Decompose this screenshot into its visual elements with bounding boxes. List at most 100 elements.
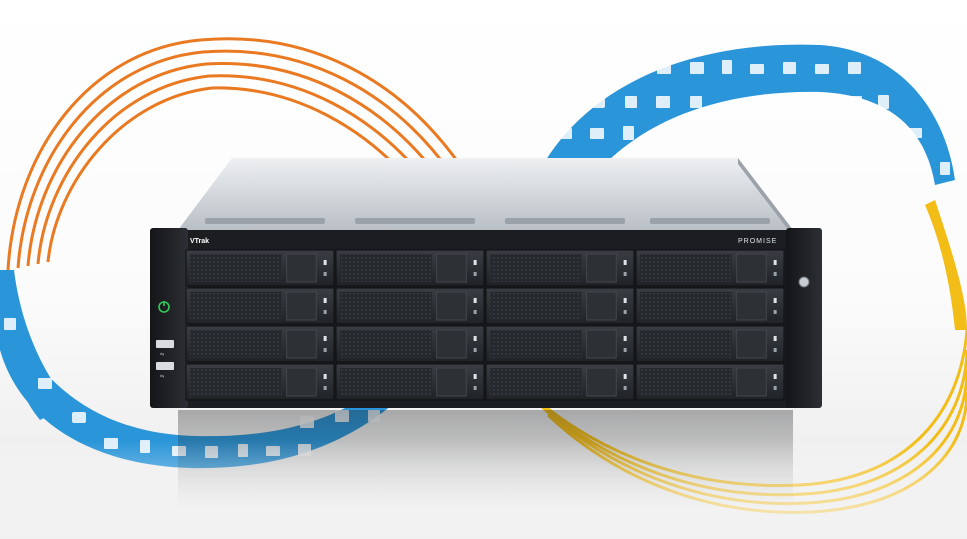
drive-status-led: [773, 374, 777, 379]
drive-status-led: [473, 374, 477, 379]
drive-activity-led: [623, 272, 627, 276]
blue-ribbon-top: [540, 44, 955, 185]
box-icon: [848, 62, 861, 74]
drive-status-led: [323, 260, 327, 265]
drive-bay[interactable]: [635, 363, 785, 401]
storage-server: ⇆ ⇆ VTrak PROMISE: [150, 158, 822, 408]
drive-activity-led: [623, 348, 627, 352]
drive-tray-mesh: [340, 292, 432, 320]
camera-icon: [72, 412, 86, 423]
rack-ear-left: [150, 228, 188, 408]
drive-tray-mesh: [490, 292, 582, 320]
drive-activity-led: [773, 348, 777, 352]
drive-bay[interactable]: [485, 363, 635, 401]
drive-status-led: [323, 298, 327, 303]
drive-status-led: [623, 298, 627, 303]
vtrak-logo: VTrak: [190, 238, 209, 245]
drive-tray-mesh: [490, 254, 582, 282]
drive-tray-handle: [586, 367, 617, 397]
save-icon: [850, 96, 862, 108]
file-icon: [722, 60, 732, 74]
drive-activity-led: [323, 386, 327, 390]
film-icon: [38, 378, 52, 389]
folder-icon: [656, 96, 670, 108]
drive-status-led: [773, 260, 777, 265]
drive-bay[interactable]: [635, 287, 785, 325]
box-icon: [783, 62, 796, 74]
usb-port[interactable]: [156, 340, 174, 348]
chassis-top: [178, 158, 793, 230]
orange-ribbon: [6, 37, 462, 271]
yellow-ribbon-fill: [925, 200, 967, 330]
drive-tray-mesh: [190, 292, 282, 320]
drive-bay[interactable]: [485, 249, 635, 287]
usb-port[interactable]: [156, 362, 174, 370]
drive-tray-handle: [436, 367, 467, 397]
drive-activity-led: [473, 386, 477, 390]
drive-tray-mesh: [190, 368, 282, 396]
drive-bay[interactable]: [185, 363, 335, 401]
drive-status-led: [773, 298, 777, 303]
save-icon: [4, 318, 16, 330]
drive-bay[interactable]: [185, 287, 335, 325]
drive-tray-handle: [436, 291, 467, 321]
drive-tray-mesh: [190, 330, 282, 358]
drive-activity-led: [623, 310, 627, 314]
drive-activity-led: [473, 310, 477, 314]
drive-activity-led: [773, 272, 777, 276]
drive-bay[interactable]: [185, 325, 335, 363]
drive-tray-handle: [436, 253, 467, 283]
file-icon: [623, 126, 634, 140]
drive-tray-handle: [286, 367, 317, 397]
save-icon: [690, 96, 702, 108]
mail-icon: [908, 128, 922, 138]
film-icon: [558, 128, 572, 139]
drive-activity-led: [323, 310, 327, 314]
mail-icon: [657, 64, 671, 74]
drive-status-led: [323, 336, 327, 341]
drive-activity-led: [773, 386, 777, 390]
file-icon: [940, 162, 950, 175]
file-icon: [878, 95, 889, 109]
drive-tray-handle: [736, 291, 767, 321]
drive-tray-handle: [736, 367, 767, 397]
drive-status-led: [623, 260, 627, 265]
drive-tray-handle: [586, 253, 617, 283]
rack-screw: [798, 276, 810, 288]
drive-tray-mesh: [640, 368, 732, 396]
drive-tray-handle: [286, 329, 317, 359]
drive-status-led: [323, 374, 327, 379]
drive-bay[interactable]: [635, 325, 785, 363]
drive-tray-mesh: [640, 292, 732, 320]
save-icon: [625, 96, 637, 108]
drive-tray-mesh: [190, 254, 282, 282]
svg-text:⇆: ⇆: [160, 352, 164, 358]
drive-bay[interactable]: [185, 249, 335, 287]
promise-logo: PROMISE: [738, 238, 777, 245]
drive-activity-led: [323, 348, 327, 352]
drive-status-led: [623, 336, 627, 341]
drive-bay[interactable]: [485, 325, 635, 363]
drive-bay[interactable]: [335, 363, 485, 401]
drive-activity-led: [773, 310, 777, 314]
drive-activity-led: [473, 348, 477, 352]
drive-bay[interactable]: [335, 249, 485, 287]
drive-status-led: [623, 374, 627, 379]
drive-status-led: [473, 260, 477, 265]
drive-bay[interactable]: [485, 287, 635, 325]
mail-icon: [750, 64, 764, 74]
film-icon: [590, 128, 604, 139]
drive-tray-handle: [736, 329, 767, 359]
drive-tray-handle: [586, 291, 617, 321]
drive-tray-handle: [286, 291, 317, 321]
drive-activity-led: [473, 272, 477, 276]
drive-tray-mesh: [340, 254, 432, 282]
drive-tray-mesh: [640, 330, 732, 358]
chat-icon: [592, 98, 605, 108]
drive-status-led: [473, 298, 477, 303]
drive-tray-mesh: [490, 330, 582, 358]
drive-bay[interactable]: [335, 287, 485, 325]
drive-bay[interactable]: [635, 249, 785, 287]
drive-bay[interactable]: [335, 325, 485, 363]
